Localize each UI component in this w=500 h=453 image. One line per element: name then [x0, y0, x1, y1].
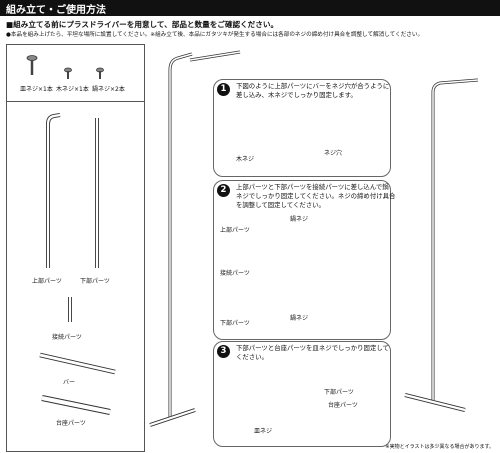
assembled-stand-left: [149, 50, 241, 427]
step-1-panel: 1 下図のように上部パーツにバーをネジ穴が合うように 差し込み、木ネジでしっかり…: [213, 79, 391, 177]
base-part-label: 台座パーツ: [56, 420, 86, 427]
screw-hole-callout: ネジ穴: [324, 150, 343, 157]
note-text: ●本品を組み上げたら、平坦な場所に設置してください。※組み立て後、本品にガタツキ…: [6, 32, 424, 38]
upper-part-label: 上部パーツ: [32, 278, 62, 285]
bar-part-label: バー: [63, 379, 76, 386]
joint-part-callout: 接続パーツ: [220, 270, 250, 277]
screw-list-panel: [6, 44, 145, 102]
step-3-panel: 3 下部パーツと台座パーツを皿ネジでしっかり固定して ください。 下部パーツ 台…: [213, 341, 391, 447]
base-part-drawing: [41, 395, 111, 415]
pan-screw-icon: [96, 67, 104, 79]
flat-screw-label: 皿ネジ×1本: [20, 86, 53, 93]
flat-screw-callout: 皿ネジ: [254, 428, 273, 435]
footnote: ※実物とイラストは多少異なる場合があります。: [385, 444, 494, 450]
pan-screw-top-callout: 鍋ネジ: [290, 216, 309, 223]
step-1-text: 下図のように上部パーツにバーをネジ穴が合うように 差し込み、木ネジでしっかり固定…: [236, 82, 390, 99]
intro-text: ■組み立てる前にプラスドライバーを用意して、部品と数量をご確認ください。: [6, 20, 279, 29]
bar-part-drawing: [39, 352, 116, 375]
step-1-number: 1: [217, 83, 230, 96]
section-header: 組み立て・ご使用方法: [0, 0, 500, 16]
upper-part-callout: 上部パーツ: [220, 227, 250, 234]
lower-part-callout: 下部パーツ: [220, 320, 250, 327]
wood-screw-label: 木ネジ×1本: [56, 86, 89, 93]
section-title: 組み立て・ご使用方法: [6, 5, 106, 16]
wood-screw-callout: 木ネジ: [236, 156, 255, 163]
wood-screw-icon: [64, 67, 72, 79]
step-2-number: 2: [217, 184, 230, 197]
base-part-callout-3: 台座パーツ: [328, 402, 358, 409]
joint-part-label: 接続パーツ: [52, 334, 82, 341]
step-3-number: 3: [217, 345, 230, 358]
flat-screw-icon: [26, 55, 38, 75]
step-2-text: 上部パーツと下部パーツを接続パーツに差し込んで鍋 ネジでしっかり固定してください…: [236, 183, 396, 209]
step-2-panel: 2 上部パーツと下部パーツを接続パーツに差し込んで鍋 ネジでしっかり固定してくだ…: [213, 180, 395, 340]
lower-part-label: 下部パーツ: [80, 278, 110, 285]
lower-part-callout-3: 下部パーツ: [324, 389, 354, 396]
upper-part-drawing: [46, 113, 61, 268]
step-3-text: 下部パーツと台座パーツを皿ネジでしっかり固定して ください。: [236, 344, 389, 361]
pan-screw-label: 鍋ネジ×2本: [92, 86, 125, 93]
pan-screw-bottom-callout: 鍋ネジ: [290, 315, 309, 322]
assembled-stand-right: [404, 78, 479, 412]
